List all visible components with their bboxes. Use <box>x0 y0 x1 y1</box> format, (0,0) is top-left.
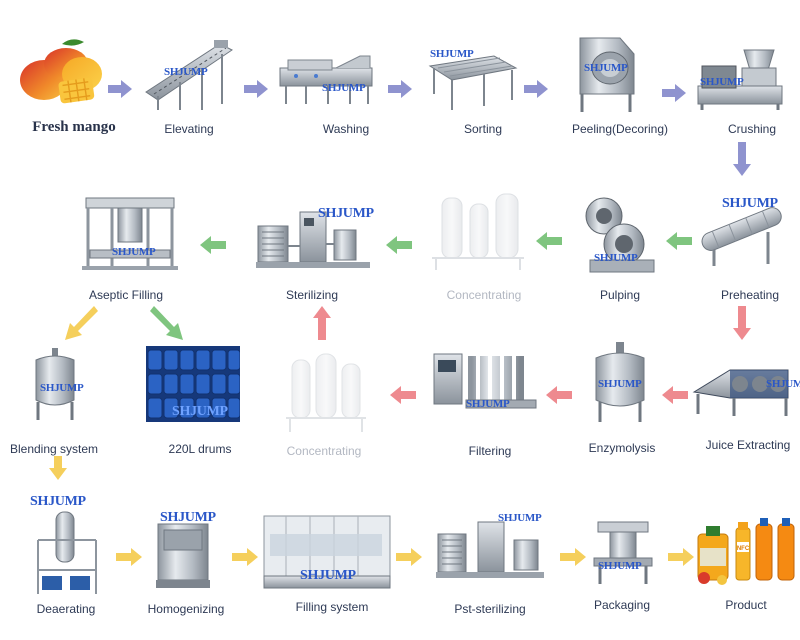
aseptic-filling-label: Aseptic Filling <box>89 288 163 302</box>
fresh-mango-label: Fresh mango <box>32 119 115 136</box>
arrow-left-icon <box>200 236 226 254</box>
arrow-right-icon <box>668 548 694 566</box>
filling-system-label: Filling system <box>296 600 369 614</box>
watermark-logo: SHJUMP <box>598 378 641 390</box>
arrow-left-icon <box>386 236 412 254</box>
arrow-right-icon <box>662 84 686 102</box>
homogenizing-label: Homogenizing <box>148 602 225 616</box>
arrow-down-right-icon <box>150 306 184 340</box>
arrow-down-icon <box>733 306 751 340</box>
peeling-label: Peeling(Decoring) <box>572 122 668 136</box>
fresh-mango-image <box>14 34 106 108</box>
juice-extracting-label: Juice Extracting <box>706 438 791 452</box>
concentrating-label: Concentrating <box>447 288 522 302</box>
arrow-down-icon <box>733 142 751 176</box>
sorting-label: Sorting <box>464 122 502 136</box>
watermark-logo: SHJUMP <box>318 206 374 222</box>
arrow-right-icon <box>116 548 142 566</box>
watermark-logo: SHJUMP <box>466 398 509 410</box>
watermark-logo: SHJUMP <box>164 66 207 78</box>
watermark-logo: SHJUMP <box>722 196 778 212</box>
watermark-logo: SHJUMP <box>498 512 541 524</box>
arrow-left-icon <box>666 232 692 250</box>
elevating-label: Elevating <box>164 122 213 136</box>
product-nfc-text: NFC <box>737 546 750 552</box>
arrow-right-icon <box>524 80 548 98</box>
washing-machine-image <box>276 50 376 106</box>
deaerating-label: Deaerating <box>37 602 96 616</box>
concentrating-evaporator-image <box>284 350 368 434</box>
concentrating-evaporator-image <box>428 190 528 272</box>
arrow-right-icon <box>388 80 412 98</box>
filtering-label: Filtering <box>469 444 512 458</box>
packaging-label: Packaging <box>594 598 650 612</box>
enzymolysis-label: Enzymolysis <box>589 441 656 455</box>
arrow-left-icon <box>662 386 688 404</box>
arrow-left-icon <box>536 232 562 250</box>
watermark-logo: SHJUMP <box>766 378 800 390</box>
arrow-up-icon <box>313 306 331 340</box>
watermark-logo: SHJUMP <box>594 252 637 264</box>
arrow-left-icon <box>546 386 572 404</box>
arrow-right-icon <box>232 548 258 566</box>
blending-system-label: Blending system <box>10 442 98 456</box>
arrow-right-icon <box>396 548 422 566</box>
pulping-label: Pulping <box>600 288 640 302</box>
watermark-logo: SHJUMP <box>322 82 365 94</box>
watermark-logo: SHJUMP <box>700 76 743 88</box>
drums-label: 220L drums <box>169 442 232 456</box>
juice-extracting-machine-image <box>690 362 794 418</box>
watermark-logo: SHJUMP <box>112 246 155 258</box>
arrow-right-icon <box>244 80 268 98</box>
packaging-machine-image <box>592 516 654 586</box>
product-label: Product <box>725 598 766 612</box>
arrow-down-icon <box>49 456 67 480</box>
pst-sterilizing-label: Pst-sterilizing <box>454 602 525 616</box>
arrow-right-icon <box>560 548 586 566</box>
watermark-logo: SHJUMP <box>300 568 356 584</box>
preheating-label: Preheating <box>721 288 779 302</box>
product-bottles-image: NFC <box>694 512 798 592</box>
homogenizing-machine-image <box>152 520 214 590</box>
arrow-down-left-icon <box>64 306 98 340</box>
watermark-logo: SHJUMP <box>172 404 228 420</box>
watermark-logo: SHJUMP <box>430 48 473 60</box>
washing-label: Washing <box>323 122 369 136</box>
pst-sterilizing-machine-image <box>434 514 546 584</box>
concentrating-label: Concentrating <box>287 444 362 458</box>
watermark-logo: SHJUMP <box>30 494 86 510</box>
watermark-logo: SHJUMP <box>598 560 641 572</box>
watermark-logo: SHJUMP <box>584 62 627 74</box>
arrow-left-icon <box>390 386 416 404</box>
crushing-label: Crushing <box>728 122 776 136</box>
sterilizing-label: Sterilizing <box>286 288 338 302</box>
deaerating-machine-image <box>34 510 100 596</box>
aseptic-filling-image <box>78 188 182 274</box>
watermark-logo: SHJUMP <box>40 382 83 394</box>
arrow-right-icon <box>108 80 132 98</box>
